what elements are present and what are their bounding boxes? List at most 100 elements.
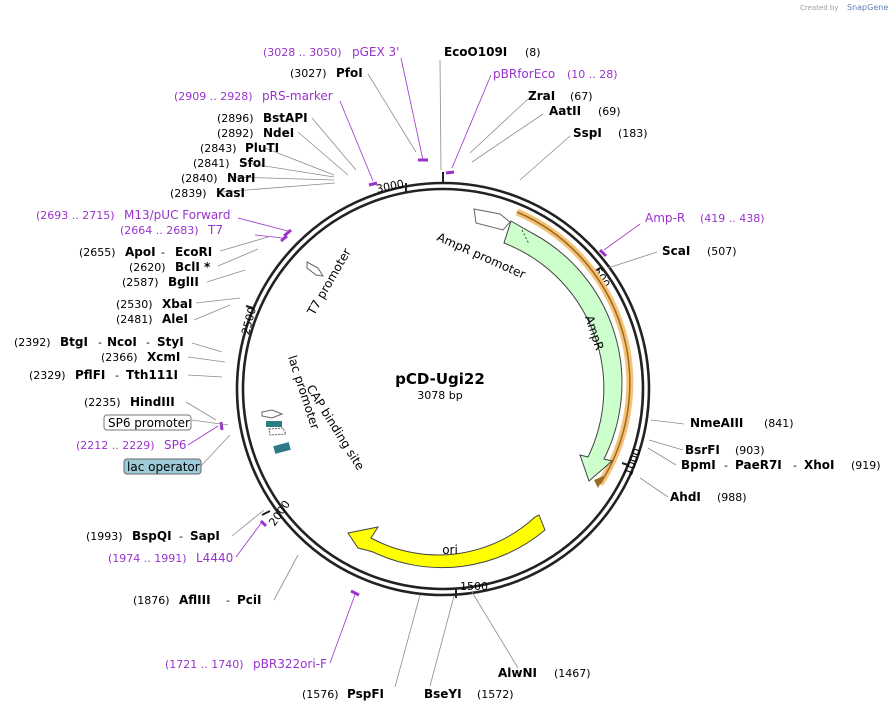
primer-pbr322ori-range: (1721 .. 1740) [165, 658, 244, 671]
plasmid-length: 3078 bp [417, 389, 462, 402]
svg-text:-: - [98, 336, 102, 349]
site-alei-pos: (2481) [116, 313, 153, 326]
primer-highlight-head [594, 476, 604, 488]
primer-highlight-core [516, 211, 631, 485]
site-ecoo109i-name: EcoO109I [444, 45, 507, 59]
plasmid-name: pCD-Ugi22 [395, 370, 485, 388]
svg-text:-: - [724, 459, 728, 472]
site-sapi-name: SapI [190, 529, 220, 543]
primer-pgex3-range: (3028 .. 3050) [263, 46, 342, 59]
site-pluti-pos: (2843) [200, 142, 237, 155]
site-pspfi-name: PspFI [347, 687, 384, 701]
site-ndei-pos: (2892) [217, 127, 254, 140]
primer-prs-marker-name: pRS-marker [262, 89, 333, 103]
lac-operator-box [266, 421, 282, 427]
svg-text:-: - [226, 594, 230, 607]
site-bspqi-name: BspQI [132, 529, 172, 543]
site-aatii-name: AatII [549, 104, 581, 118]
site-ecori-name: EcoRI [175, 245, 212, 259]
primer-leaders [187, 57, 641, 664]
primer-sp6-name: SP6 [164, 438, 187, 452]
lac-operator-label: lac operator [127, 460, 200, 474]
primer-m13-name: M13/pUC Forward [124, 208, 231, 222]
primer-t7-name: T7 [207, 223, 223, 237]
site-bseyi-pos: (1572) [477, 688, 514, 701]
site-alwni-name: AlwNI [498, 666, 537, 680]
site-paer7i-name: PaeR7I [735, 458, 782, 472]
site-styi-name: StyI [157, 335, 184, 349]
tick-label-1000: 1000 [622, 447, 644, 478]
site-afliii-pos: (1876) [133, 594, 170, 607]
site-pfoi-name: PfoI [336, 66, 363, 80]
primer-l4440-range: (1974 .. 1991) [108, 552, 187, 565]
sp6-promoter-label: SP6 promoter [108, 416, 190, 430]
site-bpmi-name: BpmI [681, 458, 716, 472]
site-xcmi-pos: (2366) [101, 351, 138, 364]
site-xbai-pos: (2530) [116, 298, 153, 311]
tick-label-3000: 3000 [375, 177, 405, 196]
site-nari-pos: (2840) [181, 172, 218, 185]
sp6-promoter-box [103, 414, 192, 431]
t7-promoter-arrow [306, 261, 324, 277]
site-pcii-name: PciI [237, 593, 262, 607]
site-nmeaiii-name: NmeAIII [690, 416, 743, 430]
lac-promoter-arrow [261, 409, 284, 419]
svg-text:-: - [161, 246, 165, 259]
site-bpmi-pos: (919) [851, 459, 881, 472]
site-bseyi-name: BseYI [424, 687, 462, 701]
enzyme-leaders [185, 59, 685, 688]
site-afliii-name: AflIII [179, 593, 211, 607]
site-xhoi-name: XhoI [804, 458, 835, 472]
site-scai-pos: (507) [707, 245, 737, 258]
svg-text:-: - [793, 459, 797, 472]
primer-t7-range: (2664 .. 2683) [120, 224, 199, 237]
svg-text:-: - [115, 369, 119, 382]
created-by-label: Created by [800, 4, 839, 12]
site-bstapi-pos: (2896) [217, 112, 254, 125]
site-xcmi-name: XcmI [147, 350, 180, 364]
site-pluti-name: PluTI [245, 141, 279, 155]
site-kasi-pos: (2839) [170, 187, 207, 200]
site-hindiii-name: HindIII [130, 395, 175, 409]
site-bglii-name: BglII [168, 275, 199, 289]
site-sfoi-name: SfoI [239, 156, 266, 170]
site-sspi-name: SspI [573, 126, 602, 140]
site-bcli-pos: (2620) [129, 261, 166, 274]
primer-ampr-range: (419 .. 438) [700, 212, 765, 225]
ori-label: ori [442, 543, 458, 557]
primer-ampr-name: Amp-R [645, 211, 685, 225]
svg-text:-: - [146, 336, 150, 349]
cap-site-box [273, 442, 291, 454]
primer-sp6-range: (2212 .. 2229) [76, 439, 155, 452]
site-bglii-pos: (2587) [122, 276, 159, 289]
site-pflfi-pos: (2329) [29, 369, 66, 382]
site-btgi-pos: (2392) [14, 336, 51, 349]
primer-pbrforeco-range: (10 .. 28) [567, 68, 618, 81]
svg-text:-: - [179, 530, 183, 543]
site-bsrfi-pos: (903) [735, 444, 765, 457]
lac-operator-chip [123, 458, 202, 475]
site-pflfi-name: PflFI [75, 368, 105, 382]
site-aatii-pos: (69) [598, 105, 621, 118]
site-bcli-name: BclI * [175, 260, 211, 274]
site-nmeaiii-pos: (841) [764, 417, 794, 430]
site-ahdi-name: AhdI [670, 490, 701, 504]
site-pfoi-pos: (3027) [290, 67, 327, 80]
site-ndei-name: NdeI [263, 126, 294, 140]
ori-arrow [347, 514, 546, 569]
site-scai-name: ScaI [662, 244, 690, 258]
site-ahdi-pos: (988) [717, 491, 747, 504]
backbone-inner [241, 187, 645, 591]
lac-promoter-arrow-2 [268, 427, 287, 436]
site-tth111i-name: Tth111I [126, 368, 178, 382]
site-kasi-name: KasI [216, 186, 245, 200]
site-sspi-pos: (183) [618, 127, 648, 140]
site-ecoo109i-pos: (8) [525, 46, 541, 59]
primer-m13-range: (2693 .. 2715) [36, 209, 115, 222]
ampr-promoter-arrow [473, 208, 511, 231]
site-bstapi-name: BstAPI [263, 111, 308, 125]
site-hindiii-pos: (2235) [84, 396, 121, 409]
feature-leaders [191, 419, 231, 468]
site-xbai-name: XbaI [162, 297, 192, 311]
